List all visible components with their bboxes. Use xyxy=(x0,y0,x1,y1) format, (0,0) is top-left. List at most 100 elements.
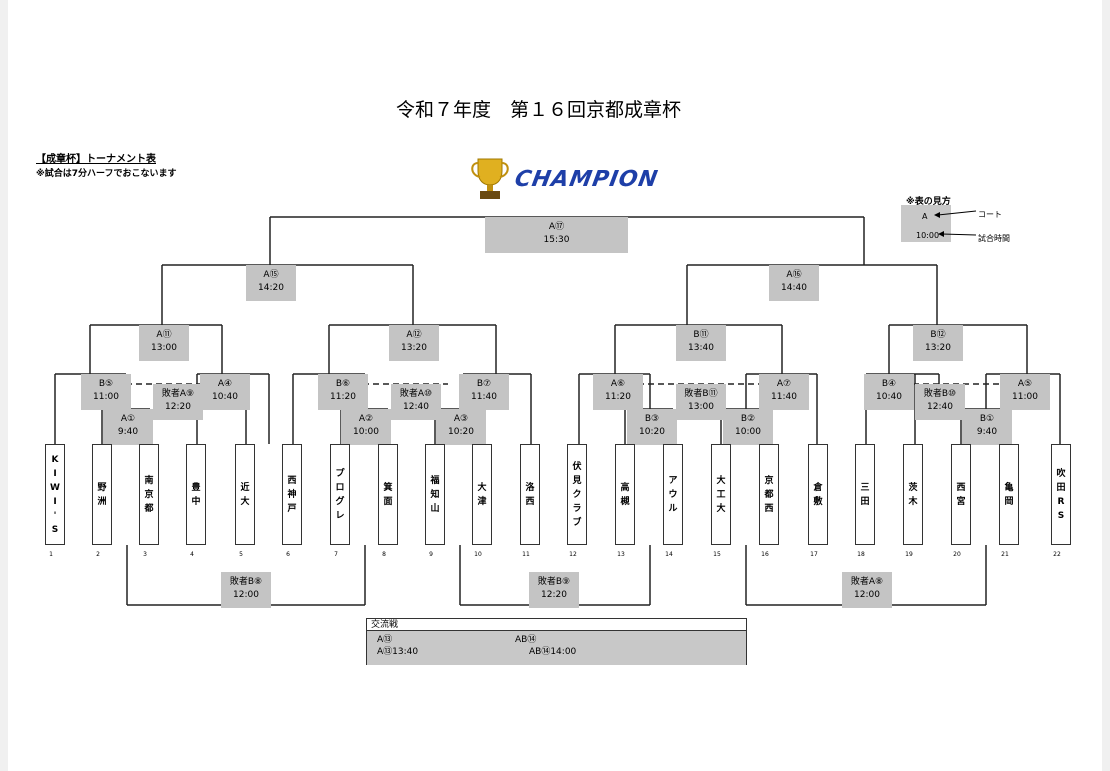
exchange-match-1-code: A⑬ xyxy=(377,635,393,645)
match-code: A⑫ xyxy=(406,330,422,340)
match-code: A⑯ xyxy=(786,270,802,280)
match-time: 10:00 xyxy=(353,427,379,437)
team-number: 6 xyxy=(286,551,290,558)
team-box: 倉敷 xyxy=(808,444,828,545)
team-box: 野洲 xyxy=(92,444,112,545)
team-box: 伏見クラブ xyxy=(567,444,587,545)
match-time: 13:20 xyxy=(401,343,427,353)
match-box: A⑫ 13:20 xyxy=(389,325,439,361)
team-box: 三田 xyxy=(855,444,875,545)
team-box: プログレ xyxy=(330,444,350,545)
team-number: 22 xyxy=(1053,551,1061,558)
match-box: B① 9:40 xyxy=(962,409,1012,445)
team-number: 1 xyxy=(49,551,53,558)
rule-note: ※試合は7分ハーフでおこないます xyxy=(36,169,177,179)
team-number: 2 xyxy=(96,551,100,558)
team-box: 大工大 xyxy=(711,444,731,545)
team-number: 19 xyxy=(905,551,913,558)
match-time: 14:20 xyxy=(258,283,284,293)
match-time: 13:00 xyxy=(688,402,714,412)
match-code: 敗者B⑧ xyxy=(229,577,263,587)
team-number: 13 xyxy=(617,551,625,558)
match-code: 敗者A⑧ xyxy=(850,577,884,587)
team-number: 9 xyxy=(429,551,433,558)
match-box: B⑥ 11:20 xyxy=(318,374,368,410)
legend-time-sample: 10:00 xyxy=(916,231,940,240)
match-code: A⑥ xyxy=(610,379,626,389)
match-time: 12:40 xyxy=(403,402,429,412)
match-code: B⑦ xyxy=(476,379,492,389)
match-time: 10:20 xyxy=(639,427,665,437)
match-box: B③ 10:20 xyxy=(627,409,677,445)
exchange-body: A⑬ A⑬13:40 AB⑭ AB⑭14:00 xyxy=(367,631,746,665)
match-time: 10:40 xyxy=(876,392,902,402)
match-time: 12:20 xyxy=(165,402,191,412)
match-code: A⑦ xyxy=(776,379,792,389)
match-code: B⑥ xyxy=(335,379,351,389)
match-code: A② xyxy=(358,414,374,424)
match-code: A⑪ xyxy=(156,330,172,340)
team-box: 茨木 xyxy=(903,444,923,545)
match-box: A⑯ 14:40 xyxy=(769,265,819,301)
team-number: 17 xyxy=(810,551,818,558)
team-number: 8 xyxy=(382,551,386,558)
match-code: A⑤ xyxy=(1017,379,1033,389)
match-box: A⑪ 13:00 xyxy=(139,325,189,361)
exchange-match-1-detail: A⑬13:40 xyxy=(377,647,419,657)
team-number: 5 xyxy=(239,551,243,558)
match-code: B① xyxy=(979,414,995,424)
team-number: 11 xyxy=(522,551,530,558)
match-time: 11:20 xyxy=(330,392,356,402)
match-box: 敗者A⑧ 12:00 xyxy=(842,572,892,608)
legend-court-sample: A xyxy=(922,212,928,221)
match-time: 13:00 xyxy=(151,343,177,353)
team-number: 18 xyxy=(857,551,865,558)
match-code: 敗者A⑨ xyxy=(161,389,195,399)
team-number: 15 xyxy=(713,551,721,558)
team-box: 亀岡 xyxy=(999,444,1019,545)
match-time: 9:40 xyxy=(976,427,998,437)
team-box: 福知山 xyxy=(425,444,445,545)
team-number: 10 xyxy=(474,551,482,558)
team-number: 21 xyxy=(1001,551,1009,558)
team-box: 京都西 xyxy=(759,444,779,545)
exchange-match-2-detail: AB⑭14:00 xyxy=(529,647,577,657)
match-time: 11:00 xyxy=(1012,392,1038,402)
match-box: A⑤ 11:00 xyxy=(1000,374,1050,410)
team-number: 12 xyxy=(569,551,577,558)
match-code: B③ xyxy=(644,414,660,424)
match-time: 11:40 xyxy=(771,392,797,402)
team-box: アウル xyxy=(663,444,683,545)
exchange-match-table: 交流戦 A⑬ A⑬13:40 AB⑭ AB⑭14:00 xyxy=(366,618,747,665)
match-box: 敗者B⑧ 12:00 xyxy=(221,572,271,608)
match-time: 12:00 xyxy=(854,590,880,600)
match-code: A④ xyxy=(217,379,233,389)
team-box: 大津 xyxy=(472,444,492,545)
match-code: A① xyxy=(120,414,136,424)
match-time: 12:00 xyxy=(233,590,259,600)
team-box: 豊中 xyxy=(186,444,206,545)
team-number: 4 xyxy=(190,551,194,558)
team-box: 南京都 xyxy=(139,444,159,545)
exchange-title: 交流戦 xyxy=(367,619,746,631)
match-time: 11:00 xyxy=(93,392,119,402)
match-box: A⑦ 11:40 xyxy=(759,374,809,410)
legend-arrows xyxy=(934,210,977,237)
champion-label: CHAMPION xyxy=(512,167,661,192)
match-time: 14:40 xyxy=(781,283,807,293)
team-number: 14 xyxy=(665,551,673,558)
